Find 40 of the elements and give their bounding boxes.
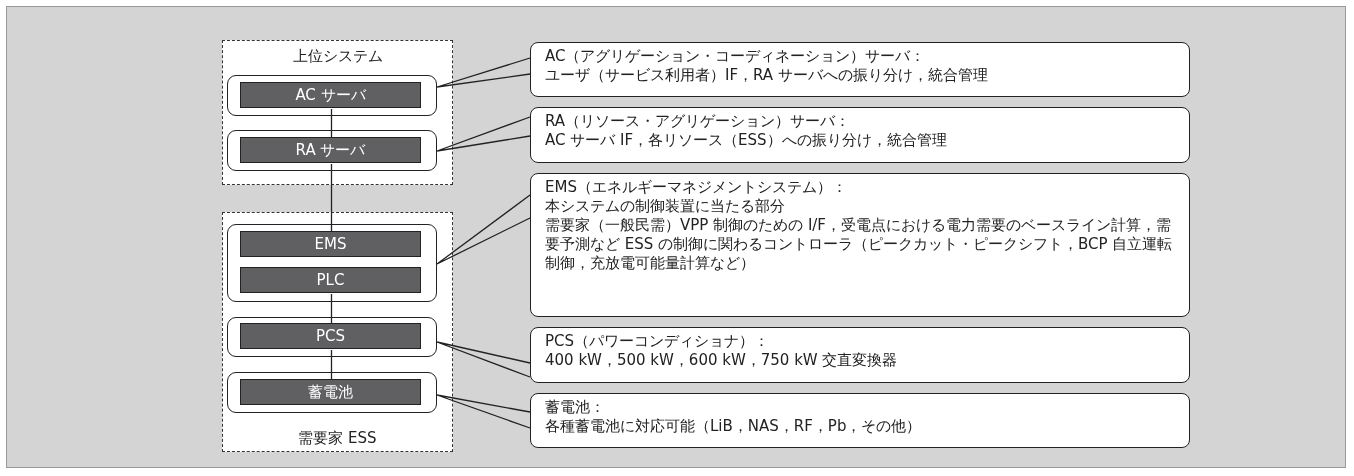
callout-bubble <box>530 107 1190 163</box>
system-group <box>222 212 453 452</box>
rounded-box <box>226 223 437 302</box>
callout-pointer <box>436 194 531 265</box>
callout-bubble <box>530 42 1190 97</box>
connector-line <box>330 108 333 139</box>
callout-text: 需要家（一般民需）VPP 制御のための I/F，受電点における電力需要のベースライン計算，需要予測など ESS の制御に関わるコントローラ（ピークカット・ピークシフト，BCP 自立運転制御，充放電可能量計算など） <box>545 216 1174 273</box>
rounded-box <box>226 371 437 413</box>
group-heading: 需要家 ESS <box>298 429 377 447</box>
callout-bubble <box>530 327 1190 383</box>
component-block: AC サーバ <box>240 82 421 108</box>
callout-heading: 蓄電池： <box>545 398 606 417</box>
callout-pointer <box>436 341 531 378</box>
component-block: RA サーバ <box>240 137 421 163</box>
connector-line <box>330 349 333 381</box>
callout-bubble <box>530 173 1190 317</box>
rounded-box <box>226 316 437 357</box>
callout-heading: AC（アグリゲーション・コーディネーション）サーバ： <box>545 47 927 66</box>
callout-text: 400 kW，500 kW，600 kW，750 kW 交直変換器 <box>545 351 899 370</box>
callout-text: AC サーバ IF，各リソース（ESS）への振り分け，統合管理 <box>545 131 948 150</box>
system-group <box>222 40 453 185</box>
callout-bubble <box>530 393 1190 448</box>
callout-pointer <box>436 57 531 88</box>
connector-line <box>330 293 333 325</box>
group-heading: 上位システム <box>292 47 383 65</box>
callout-pointer <box>436 394 531 429</box>
callout-heading: RA（リソース・アグリゲーション）サーバ： <box>545 112 852 131</box>
component-block: PCS <box>240 323 421 349</box>
rounded-box <box>226 74 437 116</box>
component-block: EMS <box>240 231 421 257</box>
component-block: 蓄電池 <box>240 379 421 405</box>
callout-text: 本システムの制御装置に当たる部分 <box>545 197 786 216</box>
callout-text: 各種蓄電池に対応可能（LiB，NAS，RF，Pb，その他） <box>545 417 923 436</box>
callout-heading: PCS（パワーコンディショナ）： <box>545 332 771 351</box>
callout-pointer <box>436 116 531 152</box>
callout-text: ユーザ（サービス利用者）IF，RA サーバへの振り分け，統合管理 <box>545 66 989 85</box>
callout-heading: EMS（エネルギーマネジメントシステム）： <box>545 178 848 197</box>
rounded-box <box>226 129 437 171</box>
connector-line <box>330 163 333 233</box>
component-block: PLC <box>240 267 421 293</box>
